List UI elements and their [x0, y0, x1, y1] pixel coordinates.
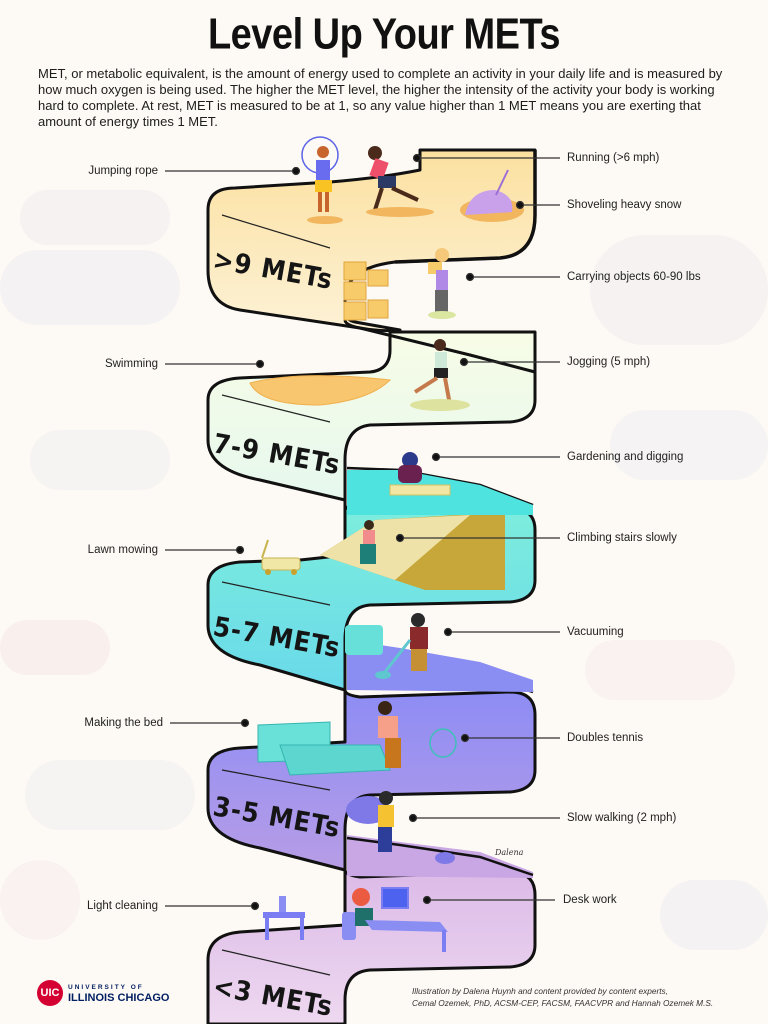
staircase-steps: [320, 515, 470, 580]
activity-label-climbing-stairs: Climbing stairs slowly: [567, 532, 677, 544]
band-shape: [206, 330, 537, 502]
band-over-9-mets: [206, 148, 537, 333]
page-title: Level Up Your METs: [207, 10, 561, 60]
uic-badge: UIC: [37, 980, 63, 1006]
jump-rope-figure: [301, 136, 343, 224]
logo-line-2: ILLINOIS CHICAGO: [68, 992, 170, 1004]
artist-signature: Dalena: [494, 848, 524, 857]
activity-label-doubles-tennis: Doubles tennis: [567, 732, 644, 744]
stair-climber-figure: [360, 520, 376, 564]
band-shape: [206, 843, 537, 1024]
activity-label-gardening: Gardening and digging: [567, 451, 684, 463]
gardener-figure: [347, 452, 533, 515]
band-edge: [394, 150, 537, 264]
credit-line-2: Cemal Ozemek, PhD, ACSM-CEP, FACSM, FAAC…: [412, 998, 714, 1008]
credit-line-1: Illustration by Dalena Huynh and content…: [412, 986, 668, 996]
background-cloud: [0, 860, 80, 940]
leader-lines: [165, 153, 560, 911]
logo-line-1: UNIVERSITY OF: [68, 984, 144, 991]
lawn-mower: [261, 539, 301, 575]
activity-label-swimming: Swimming: [104, 358, 158, 370]
background-cloud: [585, 640, 735, 700]
background-cloud: [0, 620, 110, 675]
activity-label-slow-walking: Slow walking (2 mph): [567, 812, 677, 824]
jogger-figure: [410, 339, 470, 411]
background-cloud: [590, 235, 768, 345]
activity-label-light-cleaning: Light cleaning: [87, 900, 158, 912]
activity-label-desk-work: Desk work: [563, 894, 617, 906]
activity-label-shoveling-snow: Shoveling heavy snow: [567, 199, 682, 211]
activity-label-making-the-bed: Making the bed: [84, 717, 163, 729]
background-cloud: [20, 190, 170, 245]
activity-label-lawn-mowing: Lawn mowing: [87, 544, 158, 556]
tennis-net-bag: [429, 728, 457, 758]
snow-pile: [460, 169, 524, 222]
vacuum-figure: [345, 613, 428, 679]
credits: Illustration by Dalena Huynh and content…: [412, 985, 713, 1009]
band-edge: [343, 319, 536, 374]
background-cloud: [30, 430, 170, 490]
background-cloud: [0, 250, 180, 325]
activity-label-vacuuming: Vacuuming: [567, 626, 624, 638]
background-cloud: [610, 410, 768, 480]
desk-work-figure: [263, 887, 448, 952]
bed: [257, 721, 391, 776]
band-crease: [221, 581, 331, 606]
band-crease: [221, 214, 331, 249]
background-cloud: [25, 760, 195, 830]
activity-label-running: Running (>6 mph): [567, 152, 660, 164]
intro-paragraph: MET, or metabolic equivalent, is the amo…: [38, 66, 723, 129]
activity-label-jumping-rope: Jumping rope: [88, 165, 158, 177]
band-edge: [346, 836, 534, 877]
uic-logo: UIC UNIVERSITY OF ILLINOIS CHICAGO: [37, 980, 169, 1006]
boxes: [343, 261, 389, 321]
band-crease: [221, 949, 331, 976]
pool: [249, 375, 392, 406]
activity-label-jogging: Jogging (5 mph): [567, 356, 651, 368]
walker-figure: [346, 791, 455, 864]
band-5-7-mets: [206, 463, 537, 692]
band-crease: [221, 394, 331, 423]
bed-maker-figure: [378, 701, 401, 768]
band-7-9-mets: [206, 319, 537, 502]
runner-figure: [366, 146, 434, 217]
background-cloud: [660, 880, 768, 950]
box-carrier-figure: [428, 248, 456, 319]
band-crease: [221, 769, 331, 791]
activity-label-carrying-objects: Carrying objects 60-90 lbs: [567, 271, 701, 283]
room-floor: [347, 640, 533, 692]
